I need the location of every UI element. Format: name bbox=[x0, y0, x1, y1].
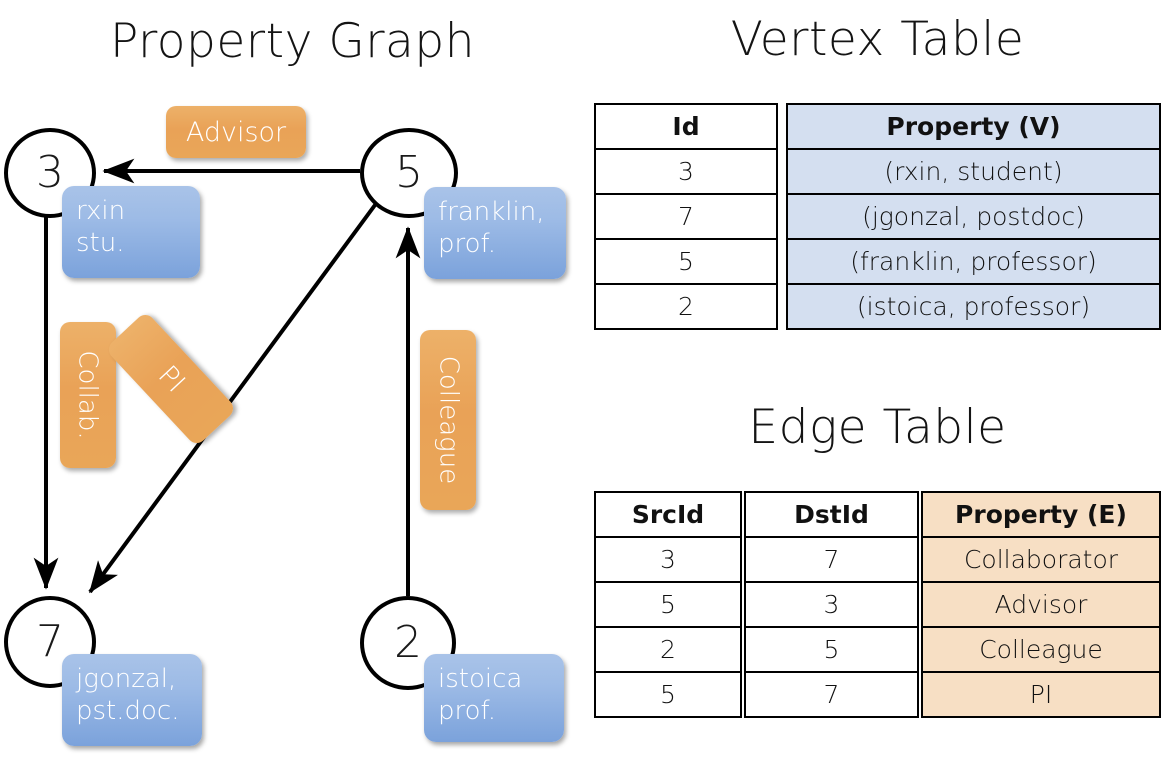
table-row: 3 bbox=[594, 536, 742, 583]
edge-dst-cell: 3 bbox=[744, 581, 919, 628]
vertex-property-cell: (istoica, professor) bbox=[786, 283, 1161, 330]
graph-node-3-label: 3 bbox=[36, 147, 64, 198]
vertex-table-id-column: Id 3 7 5 2 bbox=[594, 103, 778, 330]
table-row: 5 bbox=[744, 626, 919, 673]
node-property-box-istoica: istoica prof. bbox=[424, 654, 564, 742]
edge-label-advisor-text: Advisor bbox=[185, 116, 287, 148]
table-row: (rxin, student) bbox=[786, 148, 1161, 195]
vertex-id-cell: 3 bbox=[594, 148, 778, 195]
page-title-vertex-table: Vertex Table bbox=[730, 12, 1025, 67]
edge-property-cell: PI bbox=[921, 671, 1161, 718]
node-property-franklin-line2: prof. bbox=[438, 228, 497, 259]
edge-table-header-srcid: SrcId bbox=[594, 491, 742, 538]
graph-node-5-label: 5 bbox=[395, 147, 423, 198]
vertex-table-header-property: Property (V) bbox=[786, 103, 1161, 150]
node-property-jgonzal-line2: pst.doc. bbox=[76, 695, 180, 726]
node-property-istoica-line1: istoica bbox=[438, 664, 523, 694]
node-property-franklin-line1: franklin, bbox=[438, 197, 545, 227]
table-header-row: Property (E) bbox=[921, 491, 1161, 538]
edge-label-collab-text: Collab. bbox=[73, 350, 103, 440]
edge-src-cell: 5 bbox=[594, 581, 742, 628]
table-header-row: DstId bbox=[744, 491, 919, 538]
edge-property-cell: Colleague bbox=[921, 626, 1161, 673]
table-row: 5 bbox=[594, 238, 778, 285]
table-row: Colleague bbox=[921, 626, 1161, 673]
vertex-table-property-column: Property (V) (rxin, student) (jgonzal, p… bbox=[786, 103, 1161, 330]
vertex-property-cell: (franklin, professor) bbox=[786, 238, 1161, 285]
page-title-property-graph: Property Graph bbox=[110, 14, 475, 69]
vertex-id-cell: 7 bbox=[594, 193, 778, 240]
table-row: 7 bbox=[744, 671, 919, 718]
node-property-jgonzal-line1: jgonzal, bbox=[76, 664, 177, 694]
node-property-box-jgonzal: jgonzal, pst.doc. bbox=[62, 654, 202, 746]
edge-dst-cell: 5 bbox=[744, 626, 919, 673]
edge-table-dstid-column: DstId 7 3 5 7 bbox=[744, 491, 919, 718]
graph-node-2[interactable]: 2 bbox=[360, 596, 456, 690]
property-graph-panel: 3 5 7 2 rxin stu. franklin, prof. jgonza… bbox=[4, 106, 566, 746]
vertex-id-cell: 5 bbox=[594, 238, 778, 285]
node-property-box-franklin: franklin, prof. bbox=[424, 187, 566, 279]
edge-table-header-property: Property (E) bbox=[921, 491, 1161, 538]
table-row: Collaborator bbox=[921, 536, 1161, 583]
edge-property-cell: Collaborator bbox=[921, 536, 1161, 583]
table-row: (jgonzal, postdoc) bbox=[786, 193, 1161, 240]
edge-label-collab: Collab. bbox=[60, 322, 116, 468]
table-row: 7 bbox=[594, 193, 778, 240]
table-row: 3 bbox=[594, 148, 778, 195]
edge-dst-cell: 7 bbox=[744, 536, 919, 583]
table-row: PI bbox=[921, 671, 1161, 718]
edge-table-srcid-column: SrcId 3 5 2 5 bbox=[594, 491, 742, 718]
edge-5-to-7 bbox=[88, 203, 377, 594]
node-property-istoica-line2: prof. bbox=[438, 695, 497, 726]
table-row: 2 bbox=[594, 283, 778, 330]
edge-dst-cell: 7 bbox=[744, 671, 919, 718]
graph-node-5[interactable]: 5 bbox=[360, 128, 458, 218]
table-row: 3 bbox=[744, 581, 919, 628]
edge-label-colleague-text: Colleague bbox=[433, 355, 464, 485]
table-header-row: SrcId bbox=[594, 491, 742, 538]
edge-label-pi-text: PI bbox=[151, 359, 191, 399]
graph-node-7-label: 7 bbox=[36, 616, 64, 667]
edge-label-advisor: Advisor bbox=[166, 106, 306, 158]
graph-edges-layer bbox=[33, 158, 421, 596]
edge-label-colleague: Colleague bbox=[420, 330, 476, 510]
edge-property-cell: Advisor bbox=[921, 581, 1161, 628]
table-header-row: Id bbox=[594, 103, 778, 150]
edge-table-property-column: Property (E) Collaborator Advisor Collea… bbox=[921, 491, 1161, 718]
vertex-property-cell: (rxin, student) bbox=[786, 148, 1161, 195]
table-row: 5 bbox=[594, 671, 742, 718]
table-row: 5 bbox=[594, 581, 742, 628]
table-row: (franklin, professor) bbox=[786, 238, 1161, 285]
table-header-row: Property (V) bbox=[786, 103, 1161, 150]
edge-table-header-dstid: DstId bbox=[744, 491, 919, 538]
edge-src-cell: 5 bbox=[594, 671, 742, 718]
graph-node-2-label: 2 bbox=[394, 617, 422, 668]
page-title-edge-table: Edge Table bbox=[748, 400, 1007, 455]
edge-src-cell: 2 bbox=[594, 626, 742, 673]
table-row: 2 bbox=[594, 626, 742, 673]
table-row: 7 bbox=[744, 536, 919, 583]
vertex-id-cell: 2 bbox=[594, 283, 778, 330]
table-row: (istoica, professor) bbox=[786, 283, 1161, 330]
vertex-table-header-id: Id bbox=[594, 103, 778, 150]
edge-src-cell: 3 bbox=[594, 536, 742, 583]
vertex-property-cell: (jgonzal, postdoc) bbox=[786, 193, 1161, 240]
node-property-rxin-line2: stu. bbox=[76, 227, 125, 258]
node-property-box-rxin: rxin stu. bbox=[62, 186, 200, 278]
node-property-rxin-line1: rxin bbox=[76, 196, 126, 226]
table-row: Advisor bbox=[921, 581, 1161, 628]
